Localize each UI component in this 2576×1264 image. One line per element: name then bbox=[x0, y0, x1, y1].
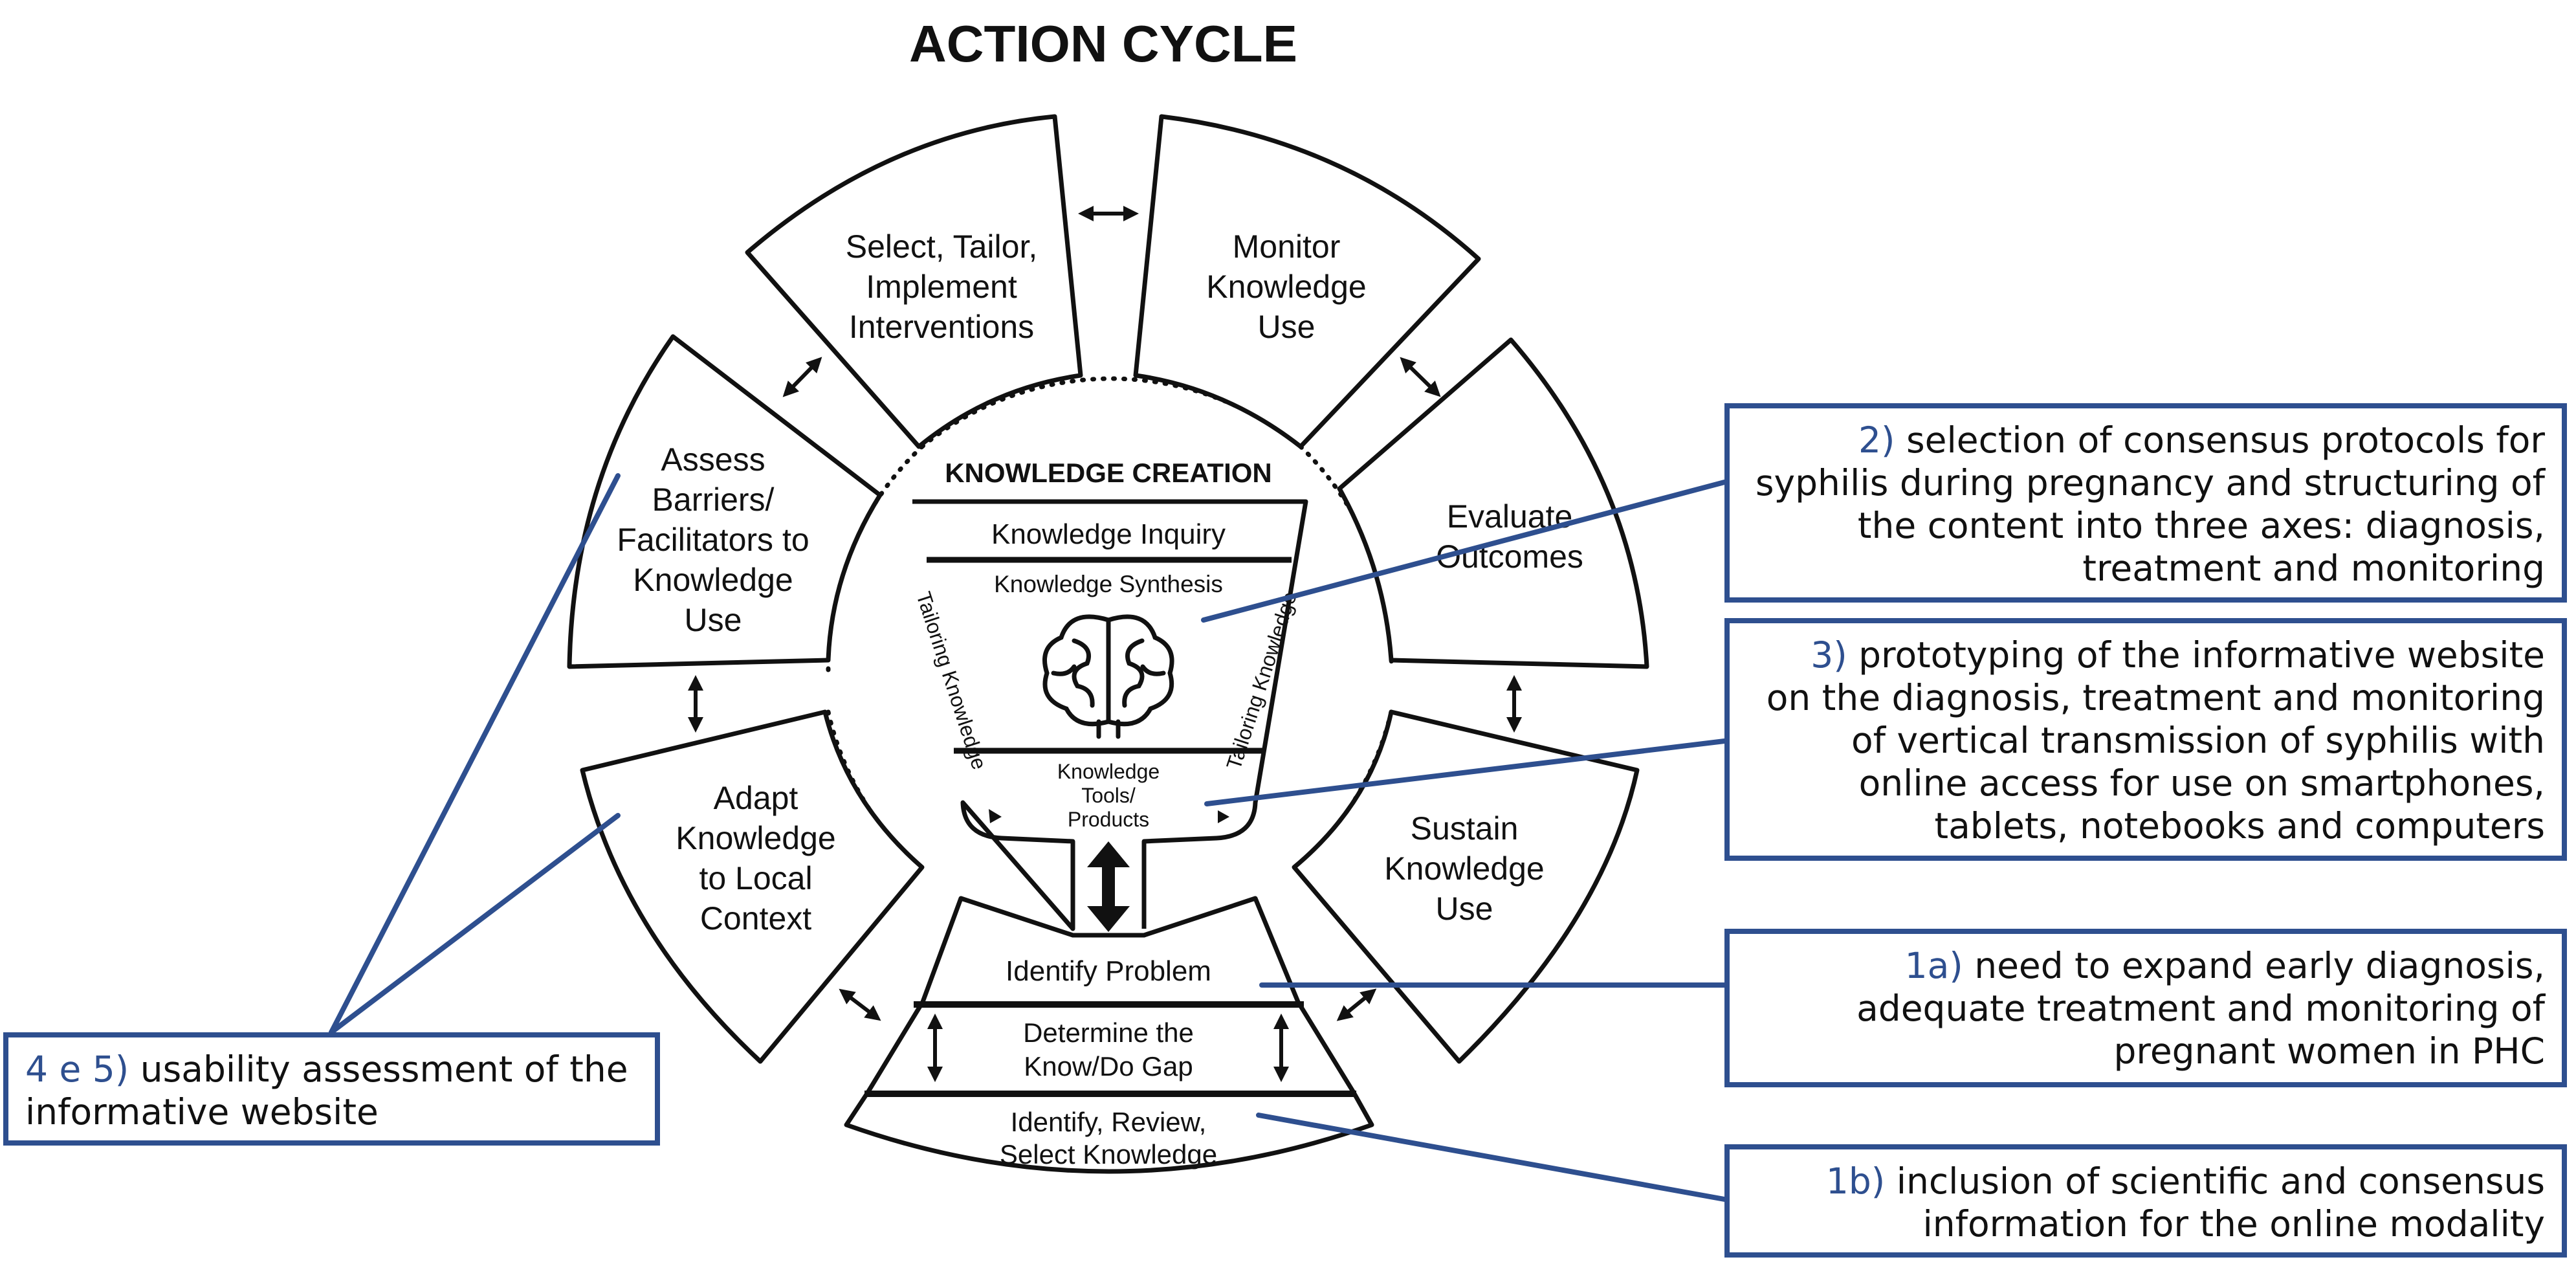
bottom-stack bbox=[844, 896, 1374, 1174]
segment-assess bbox=[567, 334, 883, 669]
gap-label-1: Determine the bbox=[1023, 1017, 1194, 1048]
segment-sustain-label-1: Sustain bbox=[1411, 810, 1519, 847]
annotation-3-line-4: online access for use on smartphones, bbox=[1858, 762, 2545, 804]
cycle-arrow-monitor-evaluate bbox=[1400, 357, 1441, 397]
connector-a1b bbox=[1256, 1113, 1727, 1202]
segment-evaluate bbox=[1337, 337, 1649, 669]
knowledge-tools-label-1: Knowledge bbox=[1057, 760, 1160, 783]
segment-assess-label-3: Facilitators to bbox=[617, 522, 809, 558]
identify-review-label-1: Identify, Review, bbox=[1011, 1107, 1207, 1137]
identify-review-label-2: Select Knowledge bbox=[1000, 1139, 1217, 1170]
segment-assess-label-2: Barriers/ bbox=[652, 482, 775, 518]
tailoring-arrowhead-right bbox=[1218, 810, 1229, 823]
double-arrow-icon bbox=[1087, 841, 1130, 932]
annotation-3-line-1: 3) prototyping of the informative websit… bbox=[1811, 634, 2545, 676]
segment-sustain bbox=[1292, 709, 1640, 1064]
annotation-1a-line-1: 1a) need to expand early diagnosis, bbox=[1904, 945, 2545, 986]
annotation-4-5-line-1: 4 e 5) usability assessment of the bbox=[25, 1048, 628, 1090]
annotation-box-3: 3) prototyping of the informative websit… bbox=[1724, 618, 2567, 861]
annotation-box-1a: 1a) need to expand early diagnosis, adeq… bbox=[1724, 929, 2567, 1087]
knowledge-creation-title: KNOWLEDGE CREATION bbox=[945, 458, 1272, 488]
cycle-arrow-adapt-bottom bbox=[839, 988, 881, 1021]
segment-select-tailor bbox=[745, 114, 1083, 449]
segment-adapt-label-3: to Local bbox=[699, 860, 812, 896]
segment-select-label-2: Implement bbox=[866, 269, 1017, 305]
segment-select-label-1: Select, Tailor, bbox=[846, 228, 1037, 265]
annotation-2-line-2: syphilis during pregnancy and structurin… bbox=[1755, 462, 2545, 504]
brain-icon bbox=[1042, 614, 1174, 739]
segment-sustain-label-3: Use bbox=[1436, 891, 1493, 927]
annotation-1b-line-2: information for the online modality bbox=[1922, 1203, 2545, 1245]
annotation-4-5-line-2: informative website bbox=[25, 1091, 379, 1133]
segment-adapt-label-1: Adapt bbox=[714, 780, 798, 816]
annotation-1a-number: 1a) bbox=[1904, 945, 1963, 986]
annotation-1b-number: 1b) bbox=[1825, 1160, 1886, 1202]
knowledge-synthesis-label: Knowledge Synthesis bbox=[994, 571, 1223, 597]
annotation-box-4-5: 4 e 5) usability assessment of the infor… bbox=[3, 1032, 660, 1146]
annotation-2-line-3: the content into three axes: diagnosis, bbox=[1857, 505, 2545, 546]
segment-sustain-label-2: Knowledge bbox=[1384, 850, 1544, 887]
segment-evaluate-label-2: Outcomes bbox=[1436, 538, 1583, 575]
gap-label-2: Know/Do Gap bbox=[1024, 1051, 1193, 1081]
segment-assess-label-1: Assess bbox=[661, 441, 765, 478]
connector-a45-1 bbox=[329, 473, 621, 1035]
annotation-3-line-5: tablets, notebooks and computers bbox=[1934, 805, 2545, 847]
diagram-title: ACTION CYCLE bbox=[909, 15, 1297, 72]
cycle-arrow-assess-select bbox=[782, 357, 822, 397]
identify-problem-label: Identify Problem bbox=[1006, 955, 1211, 987]
annotation-3-number: 3) bbox=[1811, 634, 1847, 676]
annotation-2-line-1: 2) selection of consensus protocols for bbox=[1858, 419, 2545, 461]
segment-monitor bbox=[1133, 114, 1481, 449]
annotation-2-line-4: treatment and monitoring bbox=[2082, 548, 2545, 589]
segment-monitor-label-3: Use bbox=[1258, 309, 1316, 345]
annotation-1b-line-1: 1b) inclusion of scientific and consensu… bbox=[1825, 1160, 2545, 1202]
segment-monitor-label-1: Monitor bbox=[1233, 228, 1341, 265]
annotation-box-1b: 1b) inclusion of scientific and consensu… bbox=[1724, 1144, 2567, 1258]
annotation-3-line-3: of vertical transmission of syphilis wit… bbox=[1851, 720, 2545, 761]
connector-a45-2 bbox=[329, 813, 621, 1035]
annotation-1a-line-2: adequate treatment and monitoring of bbox=[1856, 988, 2545, 1029]
segment-adapt bbox=[580, 709, 925, 1064]
connector-a3 bbox=[1204, 738, 1727, 806]
segment-adapt-label-4: Context bbox=[700, 900, 811, 937]
segment-assess-label-4: Knowledge bbox=[633, 562, 793, 598]
annotation-1a-line-3: pregnant women in PHC bbox=[2113, 1030, 2545, 1072]
knowledge-tools-label-3: Products bbox=[1068, 808, 1149, 831]
segment-monitor-label-2: Knowledge bbox=[1206, 269, 1366, 305]
annotation-4-5-number: 4 e 5) bbox=[25, 1048, 129, 1090]
annotation-box-2: 2) selection of consensus protocols for … bbox=[1724, 403, 2567, 603]
segment-select-label-3: Interventions bbox=[849, 309, 1034, 345]
knowledge-inquiry-label: Knowledge Inquiry bbox=[991, 518, 1226, 550]
tailoring-arrowhead-left bbox=[989, 809, 1002, 823]
cycle-arrow-bottom-sustain bbox=[1336, 988, 1377, 1021]
annotation-3-line-2: on the diagnosis, treatment and monitori… bbox=[1766, 677, 2545, 718]
segment-assess-label-5: Use bbox=[685, 602, 742, 638]
knowledge-tools-label-2: Tools/ bbox=[1081, 784, 1136, 807]
segment-adapt-label-2: Knowledge bbox=[676, 820, 835, 856]
connector-a2 bbox=[1201, 480, 1727, 623]
annotation-2-number: 2) bbox=[1858, 419, 1895, 461]
